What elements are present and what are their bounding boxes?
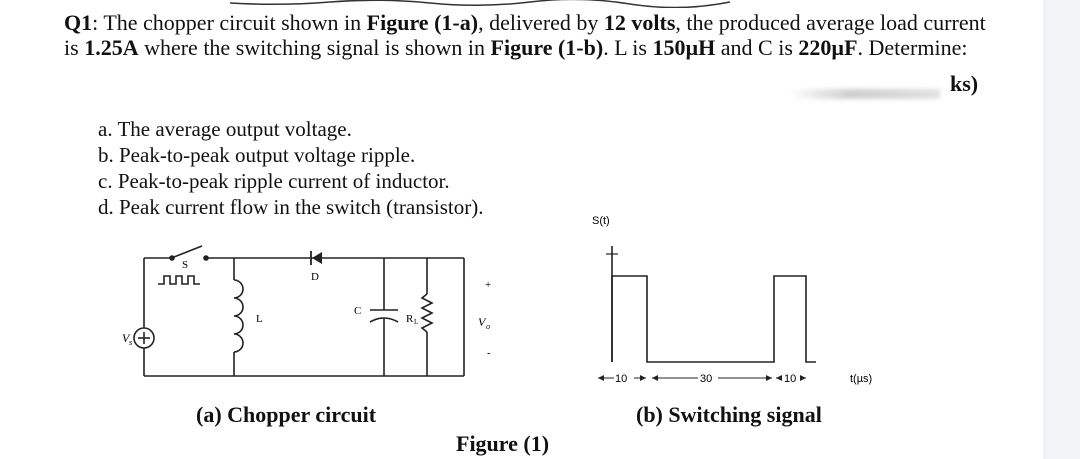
label-vo-sub: o: [486, 322, 490, 331]
ton1-label: 10: [615, 373, 627, 385]
label-vs-sub: s: [129, 338, 132, 347]
caption-chopper-circuit: (a) Chopper circuit: [196, 402, 377, 427]
label-minus: -: [487, 347, 491, 359]
label-resistor-sub: L: [414, 318, 418, 326]
ton2-label: 10: [784, 373, 796, 385]
part-c: c. Peak-to-peak ripple current of induct…: [98, 169, 450, 193]
cropped-text-remnant: [230, 0, 730, 8]
label-switch: S: [182, 259, 188, 271]
label-diode: D: [311, 271, 319, 283]
caption-switching-signal: (b) Switching signal: [636, 402, 822, 427]
pulse-waveform: [611, 275, 816, 363]
label-vo: V: [478, 315, 487, 329]
marks-indicator: ks): [790, 71, 985, 101]
chopper-circuit-diagram: V s S D L C R L + V o -: [122, 245, 491, 377]
label-inductor: L: [256, 313, 263, 325]
marks-suffix: ks): [950, 71, 979, 96]
blurred-marks: [790, 89, 940, 99]
label-plus: +: [485, 279, 491, 291]
label-resistor: R: [406, 313, 414, 325]
xlabel-t: t(µs): [850, 373, 872, 385]
question-parts-list: a. The average output voltage. b. Peak-t…: [98, 116, 484, 220]
part-d: d. Peak current flow in the switch (tran…: [98, 195, 484, 219]
side-scrollbar-strip: [1043, 0, 1080, 459]
question-label: Q1: [64, 10, 93, 35]
switching-signal-plot: S(t) 10 30 10 t(µs): [592, 215, 872, 385]
part-a: a. The average output voltage.: [98, 117, 352, 141]
diode-symbol: [312, 252, 322, 264]
label-capacitor: C: [354, 305, 361, 317]
part-b: b. Peak-to-peak output voltage ripple.: [98, 143, 416, 167]
ylabel-st: S(t): [592, 215, 610, 227]
question-text: Q1: The chopper circuit shown in Figure …: [64, 10, 986, 60]
toff-label: 30: [700, 373, 712, 385]
figure-caption: Figure (1): [456, 431, 550, 456]
label-vs: V: [122, 331, 131, 345]
